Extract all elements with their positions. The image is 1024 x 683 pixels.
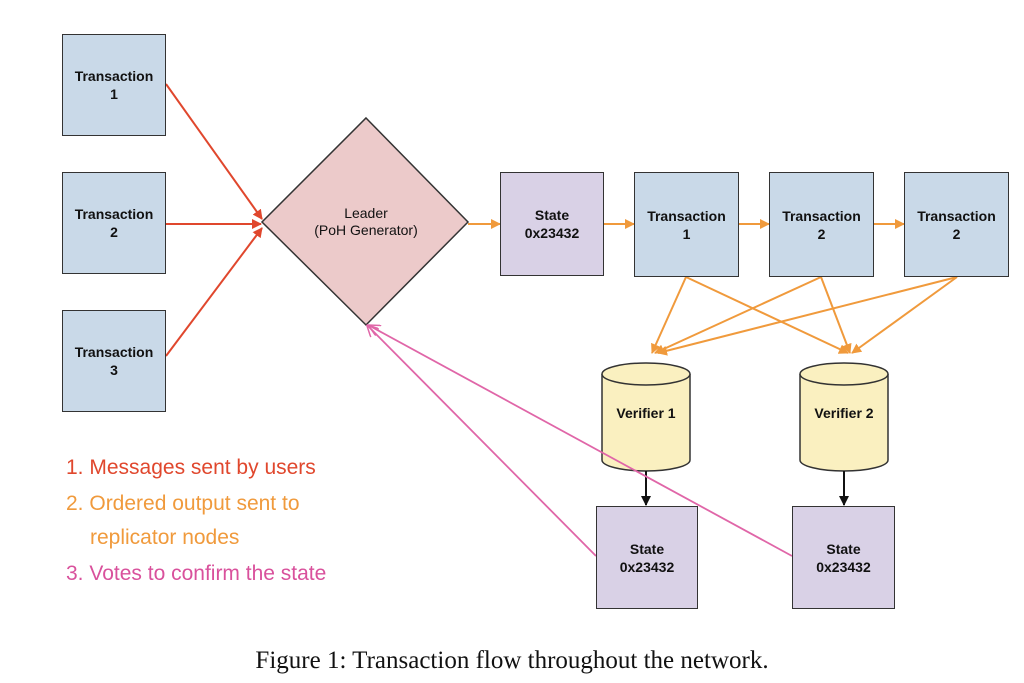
transaction-label: Transaction — [647, 207, 726, 224]
legend-text: Votes to confirm the state — [89, 562, 327, 585]
legend-item-votes: 3. Votes to confirm the state — [66, 562, 326, 586]
transaction-label: Transaction — [917, 207, 996, 224]
verifier-2-state-box: State 0x23432 — [792, 506, 895, 609]
verifier-2-label: Verifier 2 — [814, 405, 874, 421]
legend-item-ordered-continued: replicator nodes — [90, 526, 239, 550]
legend-item-ordered: 2. Ordered output sent to — [66, 492, 300, 516]
leader-label: Leader (PoH Generator) — [286, 205, 446, 239]
chain-transaction-3: Transaction 2 — [904, 172, 1009, 277]
legend-number: 3. — [66, 562, 84, 585]
chain-transaction-1: Transaction 1 — [634, 172, 739, 277]
leader-state-box: State 0x23432 — [500, 172, 604, 276]
verifier-1-label: Verifier 1 — [616, 405, 676, 421]
vote-arrow-2 — [370, 326, 793, 557]
state-hash: 0x23432 — [619, 558, 675, 575]
ordered-arrow-tx1-v1 — [651, 276, 687, 354]
transaction-number: 2 — [817, 225, 826, 242]
user-arrow-3 — [165, 227, 263, 357]
ordered-arrow-tx3-v1 — [657, 276, 958, 356]
verifier-cylinder-1 — [601, 362, 691, 472]
state-label: State — [629, 540, 665, 557]
legend-text: Messages sent by users — [89, 456, 316, 479]
legend-number: 1. — [66, 456, 84, 479]
ordered-arrow-tx3-v2 — [851, 276, 958, 354]
transaction-label: Transaction — [74, 344, 154, 360]
state-hash: 0x23432 — [524, 225, 580, 241]
transaction-number: 1 — [682, 225, 691, 242]
transaction-label: Transaction — [74, 68, 154, 84]
incoming-transaction-2: Transaction 2 — [62, 172, 166, 274]
chain-transaction-2: Transaction 2 — [769, 172, 874, 277]
legend-text-continued: replicator nodes — [90, 526, 240, 549]
incoming-transaction-3: Transaction 3 — [62, 310, 166, 412]
transaction-label: Transaction — [782, 207, 861, 224]
transaction-number: 2 — [952, 225, 961, 242]
transaction-number: 3 — [110, 362, 118, 378]
transaction-number: 1 — [110, 86, 118, 102]
ordered-arrow-tx2-v2 — [820, 276, 852, 354]
vote-arrow-1 — [368, 326, 597, 557]
leader-title: Leader — [344, 205, 388, 221]
transaction-label: Transaction — [74, 206, 154, 222]
ordered-arrow-tx1-v2 — [685, 276, 849, 354]
state-hash: 0x23432 — [816, 558, 871, 575]
legend-item-users: 1. Messages sent by users — [66, 456, 316, 480]
state-label: State — [534, 207, 570, 223]
state-label: State — [826, 540, 861, 557]
figure-caption: Figure 1: Transaction flow throughout th… — [255, 647, 769, 674]
transaction-number: 2 — [110, 224, 118, 240]
leader-subtitle: (PoH Generator) — [314, 222, 418, 238]
user-arrow-1 — [165, 83, 263, 220]
legend-text: Ordered output sent to — [89, 492, 300, 515]
verifier-1-state-box: State 0x23432 — [596, 506, 698, 609]
incoming-transaction-1: Transaction 1 — [62, 34, 166, 136]
ordered-arrow-tx2-v1 — [654, 276, 822, 354]
legend-number: 2. — [66, 492, 84, 515]
